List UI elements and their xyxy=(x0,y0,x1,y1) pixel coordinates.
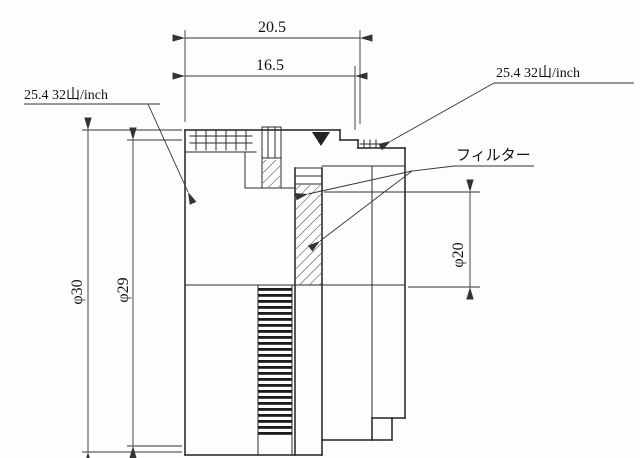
dimension-label-16-5: 16.5 xyxy=(256,57,284,74)
thread-profile-right xyxy=(359,139,381,149)
filter-stack xyxy=(294,167,323,456)
thread-callout-right: 25.4 32山/inch xyxy=(378,65,634,151)
dimension-dia-29: φ29 xyxy=(115,127,182,458)
dimension-width-inner: 16.5 xyxy=(172,57,368,130)
dimension-label-dia-30: φ30 xyxy=(69,279,86,304)
knurl-band xyxy=(257,284,293,456)
thread-callout-left-text: 25.4 32山/inch xyxy=(24,87,108,103)
section-marker-triangle xyxy=(312,132,330,146)
filter-hatching xyxy=(296,185,321,285)
thread-profile-left xyxy=(189,129,253,151)
filter-callout-text: フィルター xyxy=(456,147,531,164)
dimension-dia-20: φ20 xyxy=(324,179,480,300)
thread-callout-left: 25.4 32山/inch xyxy=(24,87,197,205)
dimension-label-dia-29: φ29 xyxy=(115,277,132,302)
set-screw xyxy=(261,126,282,189)
dimension-label-dia-20: φ20 xyxy=(450,242,467,267)
thread-callout-right-text: 25.4 32山/inch xyxy=(496,65,580,81)
knurl-texture xyxy=(258,288,292,438)
filter-callout: フィルター xyxy=(295,147,534,252)
dimension-label-20-5: 20.5 xyxy=(258,19,286,36)
dimension-width-outer: 20.5 xyxy=(172,19,373,124)
